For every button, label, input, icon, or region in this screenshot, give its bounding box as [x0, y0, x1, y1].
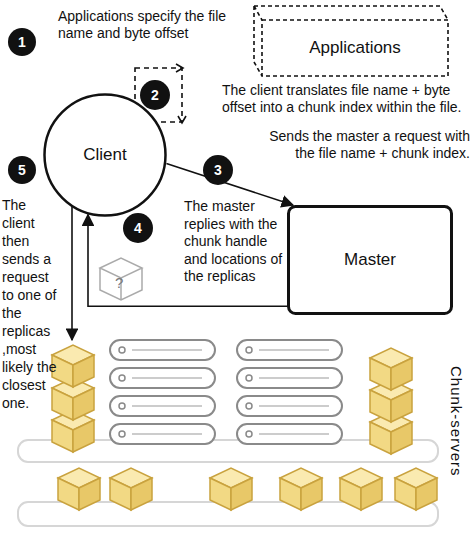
- chunk-cubes: [52, 345, 437, 510]
- node-label: Applications: [309, 38, 401, 58]
- question-mark: ?: [115, 274, 129, 291]
- question-cube: [100, 258, 142, 300]
- step-note: The master replies with the chunk handle…: [184, 198, 286, 286]
- loop-arrowhead: [178, 116, 186, 123]
- request-arrow: [71, 200, 73, 340]
- step-note: The client translates file name + byte o…: [222, 82, 470, 116]
- callout-number: 5: [8, 156, 36, 184]
- callout-number: 4: [123, 213, 153, 243]
- node-label: Client: [83, 145, 126, 165]
- client-circle: Client: [43, 93, 167, 217]
- application-box: Applications: [262, 20, 448, 76]
- step-note: Applications specify the file name and b…: [58, 8, 263, 42]
- step-note: Sends the master a request with the file…: [262, 128, 470, 162]
- loop-arrowhead: [176, 64, 183, 72]
- callout-number: 1: [8, 28, 36, 56]
- node-label: Master: [344, 250, 396, 270]
- axis-label: Chunk-servers: [448, 366, 465, 477]
- server-racks: [110, 340, 342, 444]
- master-box: Master: [287, 205, 453, 315]
- step-note: The client then sends a request to one o…: [2, 196, 60, 412]
- callout-number: 3: [203, 155, 233, 185]
- callout-number: 2: [140, 80, 170, 110]
